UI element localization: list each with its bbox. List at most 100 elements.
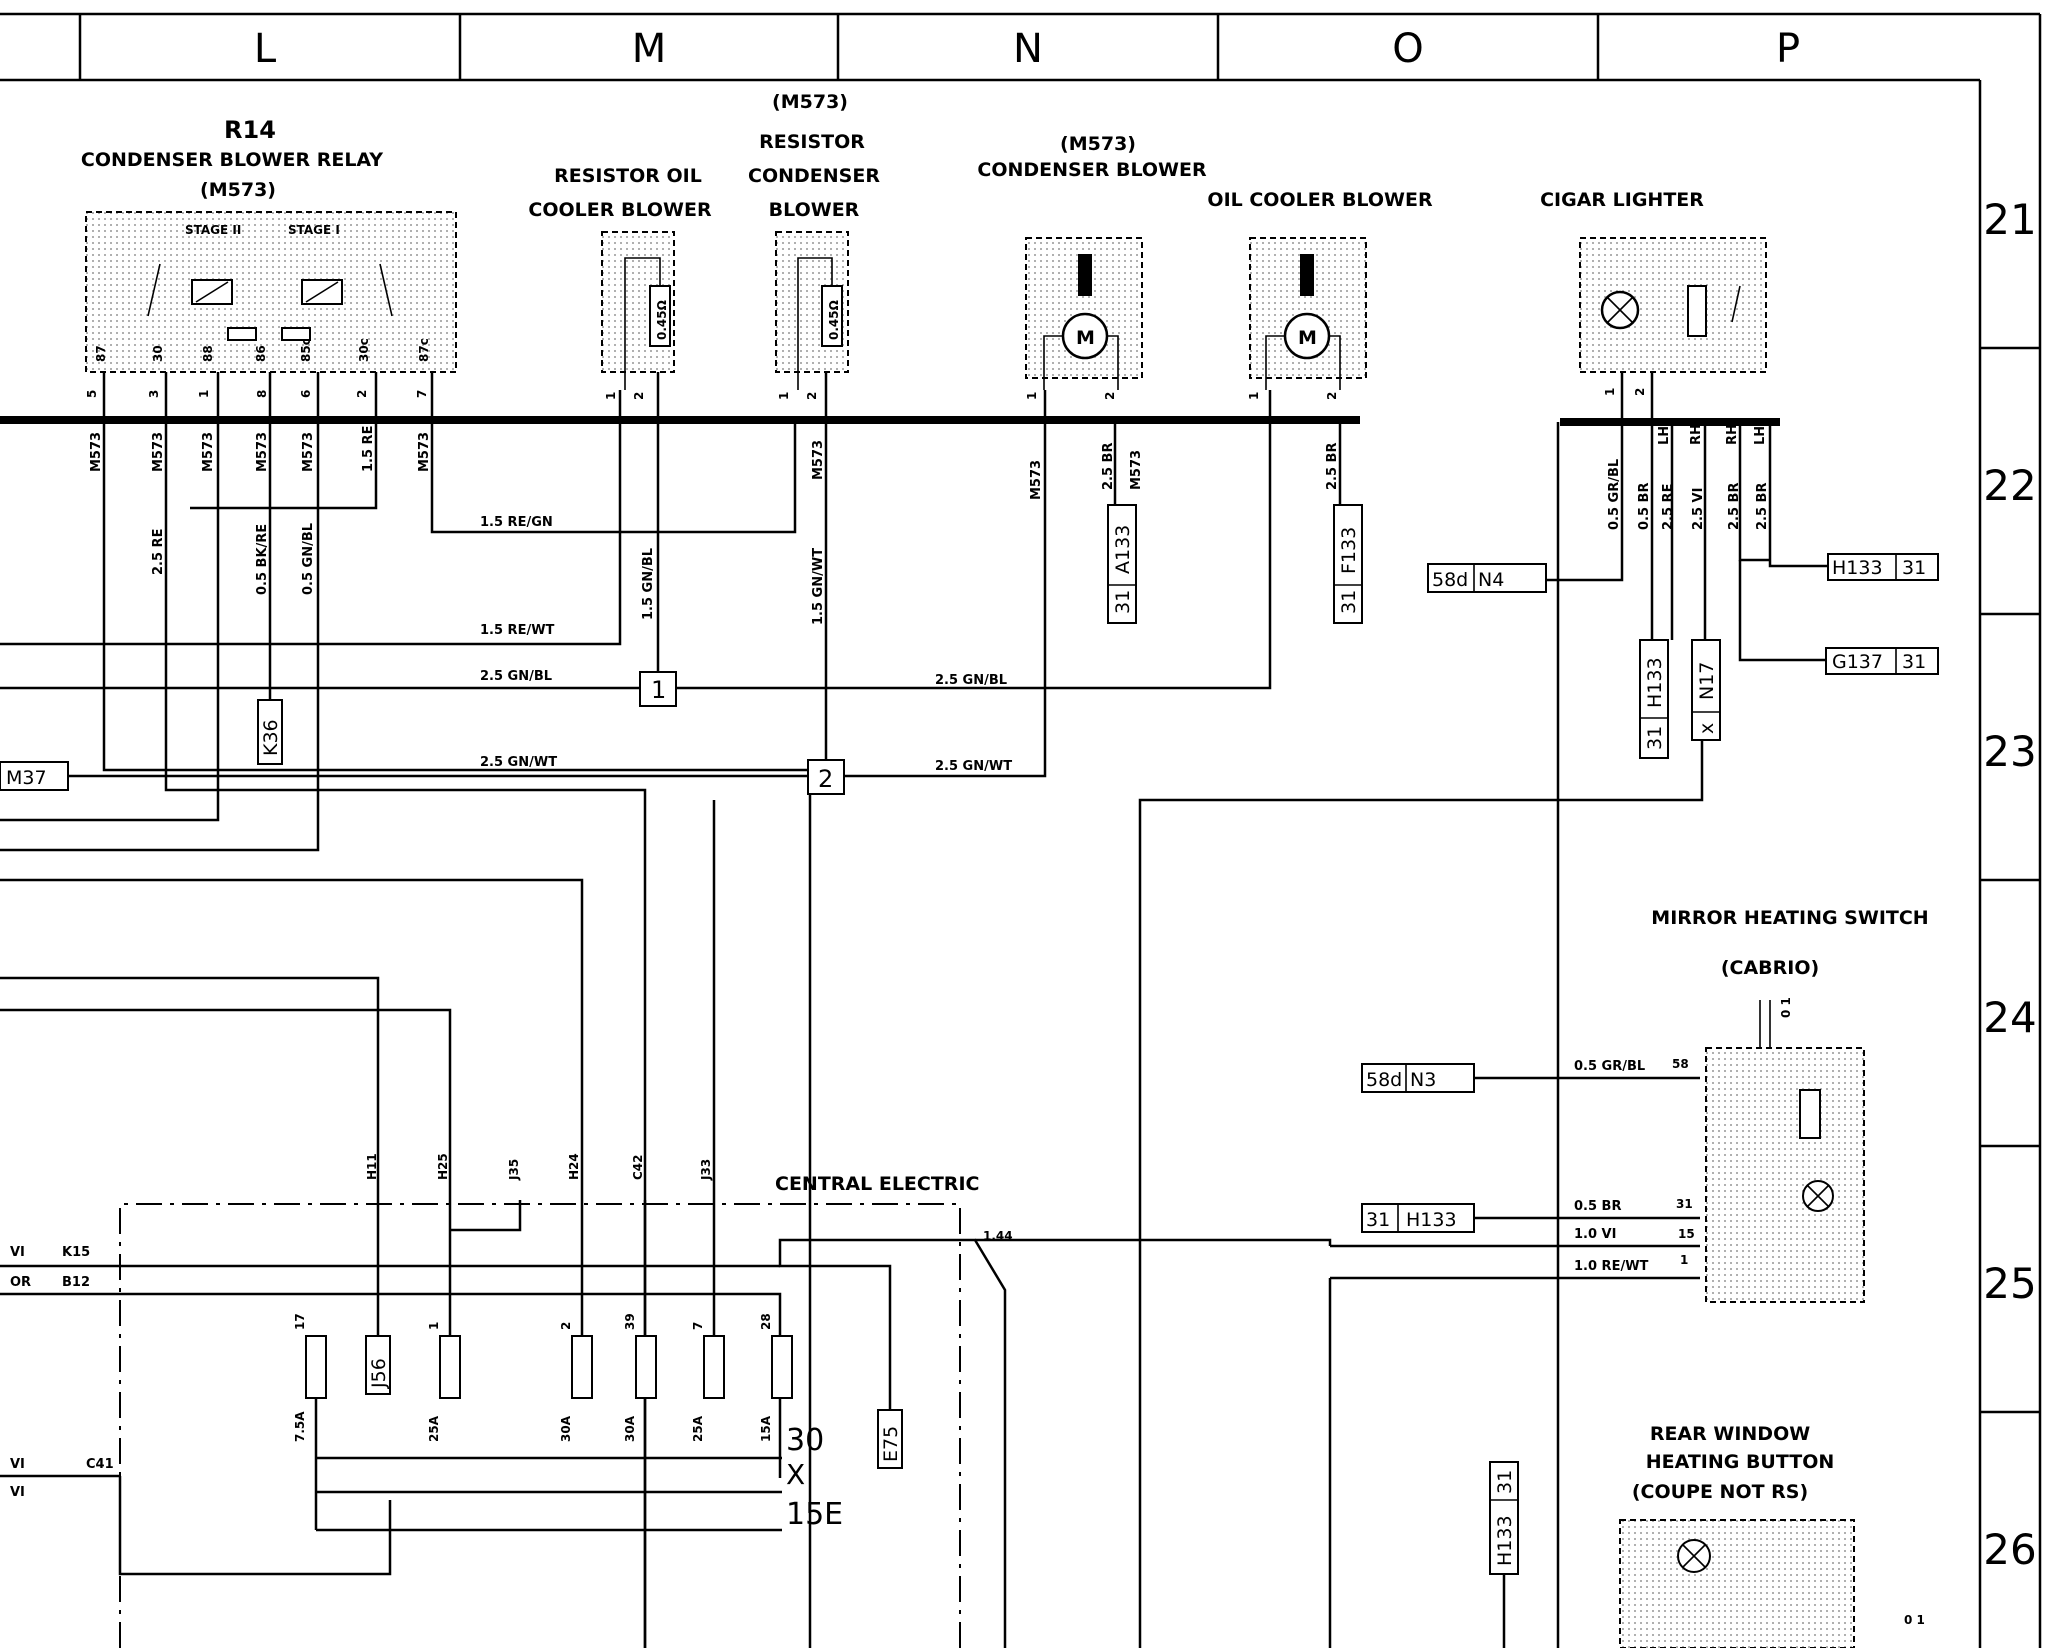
svg-text:0 1: 0 1	[1779, 997, 1793, 1018]
svg-text:M573: M573	[201, 432, 216, 472]
svg-text:85c: 85c	[299, 338, 313, 362]
svg-text:2.5 BR: 2.5 BR	[1101, 443, 1116, 490]
svg-text:RESISTOR: RESISTOR	[759, 131, 865, 153]
svg-text:1.5 RE/GN: 1.5 RE/GN	[480, 515, 553, 530]
svg-text:H24: H24	[567, 1153, 581, 1180]
wire-re-wt	[0, 390, 622, 646]
svg-text:1.0 VI: 1.0 VI	[1574, 1227, 1616, 1242]
svg-text:31: 31	[1676, 1197, 1693, 1211]
tag-h133-31-vertical: H133 31	[1489, 1461, 1519, 1648]
row-label: 24	[1983, 993, 2036, 1042]
svg-text:R14: R14	[224, 116, 276, 144]
tag-m37: M37	[0, 761, 69, 791]
svg-text:0 1: 0 1	[1904, 1613, 1925, 1627]
column-label: O	[1392, 26, 1423, 72]
svg-text:1.5 RE: 1.5 RE	[361, 426, 376, 472]
tag-e75: E75	[877, 1409, 903, 1469]
svg-text:2: 2	[632, 392, 646, 400]
column-label: N	[1013, 26, 1043, 72]
svg-text:2: 2	[1633, 388, 1647, 396]
tag-k36: K36	[257, 699, 283, 765]
svg-text:25A: 25A	[427, 1415, 441, 1442]
mirror-wires: 0.5 GR/BL 0.5 BR 1.0 VI 1.0 RE/WT	[1328, 1059, 1700, 1648]
svg-text:(COUPE NOT RS): (COUPE NOT RS)	[1632, 1481, 1808, 1503]
svg-text:2.5 GN/WT: 2.5 GN/WT	[935, 759, 1012, 774]
svg-text:1: 1	[1025, 392, 1039, 400]
svg-text:F133: F133	[1338, 527, 1360, 574]
svg-text:COOLER BLOWER: COOLER BLOWER	[528, 199, 712, 221]
svg-text:(M573): (M573)	[1060, 133, 1136, 155]
svg-text:VI: VI	[10, 1485, 25, 1500]
svg-text:1.5 GN/WT: 1.5 GN/WT	[811, 548, 826, 625]
svg-text:1.0 RE/WT: 1.0 RE/WT	[1574, 1259, 1649, 1274]
svg-text:E75: E75	[880, 1426, 902, 1462]
svg-text:H25: H25	[436, 1153, 450, 1180]
svg-text:17: 17	[293, 1313, 307, 1330]
svg-text:STAGE II: STAGE II	[185, 223, 241, 237]
svg-text:0.45Ω: 0.45Ω	[655, 300, 669, 340]
svg-text:LH: LH	[1753, 426, 1768, 445]
wire-gn-bl	[0, 390, 1272, 690]
svg-text:2.5 BR: 2.5 BR	[1727, 483, 1742, 530]
svg-text:0.5 GN/BL: 0.5 GN/BL	[301, 523, 316, 595]
svg-text:1: 1	[1247, 392, 1261, 400]
svg-text:M573: M573	[1129, 450, 1144, 490]
svg-text:0.5 BR: 0.5 BR	[1574, 1199, 1621, 1214]
svg-text:CIGAR LIGHTER: CIGAR LIGHTER	[1540, 189, 1704, 211]
svg-text:87: 87	[94, 345, 108, 362]
svg-text:2.5 GN/BL: 2.5 GN/BL	[480, 669, 552, 684]
svg-text:31: 31	[1112, 590, 1134, 614]
tag-58d-n3: 58d N3	[1361, 1063, 1475, 1093]
svg-text:M37: M37	[6, 767, 47, 789]
svg-text:28: 28	[759, 1313, 773, 1330]
svg-text:M573: M573	[151, 432, 166, 472]
svg-text:15: 15	[1678, 1227, 1695, 1241]
svg-text:RESISTOR OIL: RESISTOR OIL	[554, 165, 702, 187]
row-label: 25	[1983, 1259, 2036, 1308]
svg-text:G137: G137	[1832, 651, 1883, 673]
mirror-heating-switch: MIRROR HEATING SWITCH (CABRIO) 0 1 58 31…	[1651, 907, 1929, 1303]
svg-text:VI: VI	[10, 1245, 25, 1260]
svg-text:1.5 RE/WT: 1.5 RE/WT	[480, 623, 555, 638]
svg-text:58d: 58d	[1366, 1069, 1402, 1091]
svg-text:1: 1	[604, 392, 618, 400]
svg-text:30: 30	[786, 1423, 824, 1458]
svg-text:1: 1	[1603, 388, 1617, 396]
svg-text:2.5 BR: 2.5 BR	[1755, 483, 1770, 530]
svg-text:H11: H11	[365, 1153, 379, 1180]
svg-text:30c: 30c	[357, 338, 371, 362]
svg-text:1: 1	[651, 676, 666, 704]
svg-text:M573: M573	[301, 432, 316, 472]
svg-text:30: 30	[151, 345, 165, 362]
svg-text:2.5 BR: 2.5 BR	[1325, 443, 1340, 490]
svg-text:0.5 GR/BL: 0.5 GR/BL	[1607, 459, 1622, 530]
svg-text:2.5 VI: 2.5 VI	[1691, 488, 1706, 530]
svg-text:J33: J33	[699, 1159, 713, 1181]
svg-text:2: 2	[818, 765, 833, 793]
svg-text:30A: 30A	[623, 1415, 637, 1442]
svg-text:5: 5	[85, 390, 99, 398]
svg-text:B12: B12	[62, 1275, 90, 1290]
tag-g137-31: G137 31	[1738, 560, 1939, 675]
svg-text:3: 3	[147, 390, 161, 398]
condenser-blower-relay: R14 CONDENSER BLOWER RELAY (M573) STAGE …	[81, 116, 457, 398]
column-label: M	[632, 26, 667, 72]
svg-text:OR: OR	[10, 1275, 31, 1290]
svg-text:K36: K36	[260, 719, 282, 756]
junction-2: 2	[807, 759, 845, 795]
svg-text:1: 1	[1680, 1253, 1688, 1267]
svg-text:M573: M573	[811, 440, 826, 480]
svg-text:M573: M573	[1029, 460, 1044, 500]
oil-cooler-blower: OIL COOLER BLOWER M 1 2 2.5 BR	[1207, 189, 1433, 505]
column-label: P	[1776, 26, 1800, 72]
tag-31-h133: 31 H133	[1361, 1203, 1475, 1233]
svg-text:M: M	[1076, 327, 1095, 349]
svg-text:31: 31	[1366, 1209, 1390, 1231]
resistor-oil-cooler-blower: RESISTOR OIL COOLER BLOWER 0.45Ω 1 2 1.5…	[528, 165, 712, 672]
row-label: 22	[1983, 461, 2036, 510]
svg-text:15A: 15A	[759, 1415, 773, 1442]
svg-text:0.5 BK/RE: 0.5 BK/RE	[255, 524, 270, 595]
column-label: L	[254, 26, 277, 72]
cigar-lighter: CIGAR LIGHTER 1 2	[1540, 189, 1767, 396]
